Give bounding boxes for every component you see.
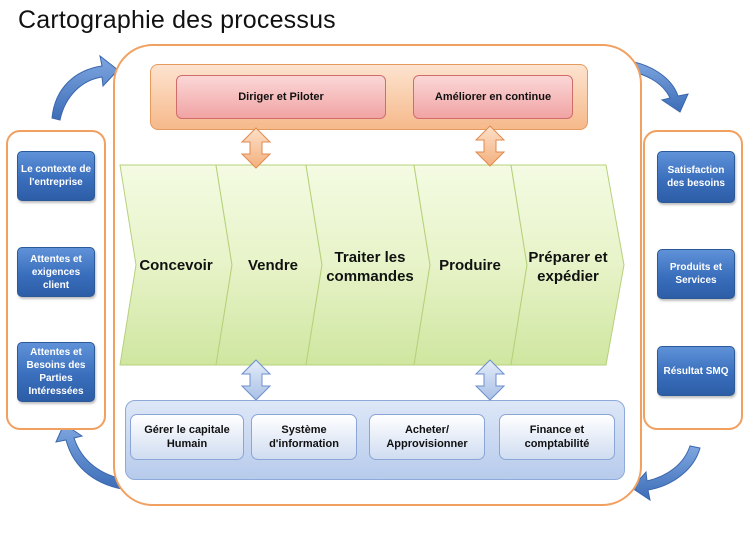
label-concevoir: Concevoir (139, 256, 213, 274)
process-capital-humain: Gérer le capitale Humain (130, 414, 244, 460)
label-traiter: Traiter les commandes (326, 249, 414, 285)
process-diriger: Diriger et Piloter (176, 75, 386, 119)
label-produire: Produire (439, 256, 501, 274)
process-finance: Finance et comptabilité (499, 414, 615, 460)
process-systeme-information: Système d'information (251, 414, 357, 460)
double-arrow-support-right-icon (474, 359, 506, 401)
chevron-preparer (510, 164, 625, 366)
label-vendre: Vendre (247, 256, 299, 274)
process-ameliorer: Améliorer en continue (413, 75, 573, 119)
output-products-box: Produits et Services (657, 249, 735, 299)
double-arrow-diriger-icon (240, 127, 272, 169)
output-satisfaction-box: Satisfaction des besoins (657, 151, 735, 203)
output-smq-box: Résultat SMQ (657, 346, 735, 396)
page-title: Cartographie des processus (18, 6, 336, 34)
input-context-box: Le contexte de l'entreprise (17, 151, 95, 201)
input-stakeholders-box: Attentes et Besoins des Parties Intéress… (17, 342, 95, 402)
input-client-box: Attentes et exigences client (17, 247, 95, 297)
label-preparer: Préparer et expédier (528, 249, 608, 285)
double-arrow-ameliorer-icon (474, 125, 506, 167)
process-acheter: Acheter/ Approvisionner (369, 414, 485, 460)
double-arrow-support-left-icon (240, 359, 272, 401)
